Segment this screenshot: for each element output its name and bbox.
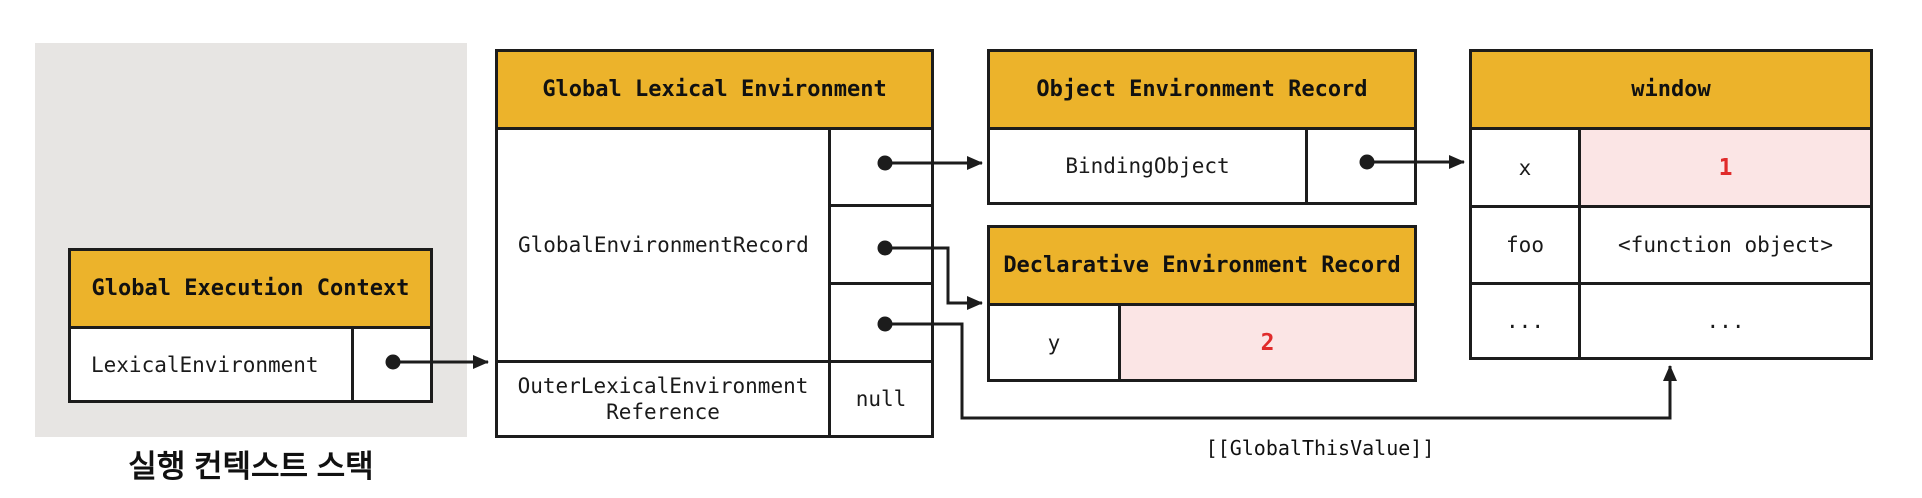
variable-y-value: 2 bbox=[1118, 306, 1414, 379]
binding-object-label: BindingObject bbox=[1065, 154, 1230, 178]
window-header: window bbox=[1472, 52, 1870, 130]
global-this-pointer-cell bbox=[831, 285, 931, 363]
window-object-table: window x 1 foo <function object> ... ... bbox=[1469, 49, 1873, 360]
binding-object-row: BindingObject bbox=[990, 130, 1414, 202]
global-execution-context-header: Global Execution Context bbox=[71, 251, 430, 329]
window-row-x: x 1 bbox=[1472, 130, 1870, 208]
window-foo-key: foo bbox=[1506, 233, 1544, 257]
global-this-value-label: [[GlobalThisValue]] bbox=[1205, 436, 1435, 460]
lexical-environment-pointer-cell bbox=[351, 329, 430, 400]
variable-y-key: y bbox=[1047, 330, 1061, 355]
window-x-value: 1 bbox=[1578, 130, 1870, 205]
global-lexical-environment-table: Global Lexical Environment GlobalEnviron… bbox=[495, 49, 934, 438]
window-x-key: x bbox=[1518, 155, 1532, 180]
outer-reference-line1: OuterLexicalEnvironment bbox=[517, 373, 809, 398]
declarative-record-entry-row: y 2 bbox=[990, 306, 1414, 379]
binding-object-pointer-source-cell bbox=[1305, 130, 1414, 202]
lexical-environment-label: LexicalEnvironment bbox=[91, 352, 319, 377]
object-environment-record-table: Object Environment Record BindingObject bbox=[987, 49, 1417, 205]
binding-object-pointer-cell bbox=[831, 130, 931, 207]
declarative-record-pointer-cell bbox=[831, 207, 931, 285]
window-foo-value: <function object> bbox=[1578, 208, 1870, 282]
declarative-environment-record-header: Declarative Environment Record bbox=[990, 228, 1414, 306]
window-row-foo: foo <function object> bbox=[1472, 208, 1870, 285]
window-ellipsis-key: ... bbox=[1506, 309, 1544, 333]
stack-caption: 실행 컨텍스트 스택 bbox=[128, 449, 374, 484]
outer-reference-value-cell: null bbox=[855, 387, 907, 411]
window-ellipsis-value: ... bbox=[1578, 285, 1870, 357]
lexical-environment-row: LexicalEnvironment bbox=[71, 329, 430, 400]
global-lexical-environment-body: GlobalEnvironmentRecord OuterLexicalEnvi… bbox=[498, 130, 931, 435]
global-execution-context-table: Global Execution Context LexicalEnvironm… bbox=[68, 248, 433, 403]
outer-reference-line2: Reference bbox=[606, 400, 720, 424]
declarative-environment-record-table: Declarative Environment Record y 2 bbox=[987, 225, 1417, 382]
global-environment-record-label: GlobalEnvironmentRecord bbox=[498, 130, 828, 363]
global-lexical-environment-header: Global Lexical Environment bbox=[498, 52, 931, 130]
outer-lexical-environment-reference-label: OuterLexicalEnvironment Reference bbox=[498, 363, 828, 435]
window-row-ellipsis: ... ... bbox=[1472, 285, 1870, 357]
object-environment-record-header: Object Environment Record bbox=[990, 52, 1414, 130]
